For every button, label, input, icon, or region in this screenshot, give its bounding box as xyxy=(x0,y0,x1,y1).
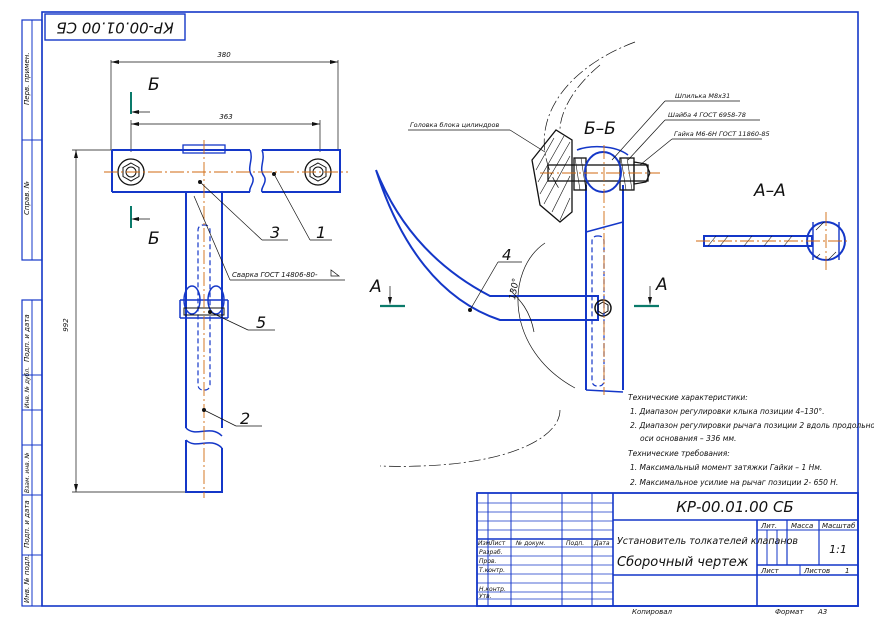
tb-copied: Копировал xyxy=(632,608,673,616)
tech-item-2: 2. Диапазон регулировки рычага позиции 2… xyxy=(630,421,874,430)
section-bb-title: Б–Б xyxy=(584,119,616,139)
tb-mass: Масса xyxy=(791,522,813,530)
tb-row-nkontr: Н.контр. xyxy=(479,586,506,593)
tb-col-izm: Изм. xyxy=(478,540,492,547)
tb-designation: КР-00.01.00 СБ xyxy=(676,498,793,516)
section-mark-b-top: Б xyxy=(148,75,160,95)
side-stamp-labels: Перв. примен. Справ. № Подп. и дата Инв.… xyxy=(23,52,31,603)
callout-washer: Шайба 4 ГОСТ 6958-78 xyxy=(668,111,746,119)
section-mark-a-left: А xyxy=(369,277,382,297)
side-label-vzam: Взам. инв. № xyxy=(24,452,31,493)
dim-380: 380 xyxy=(217,51,231,59)
top-code-text: КР-00.01.00 СБ xyxy=(56,19,173,37)
callout-head: Головка блока цилиндров xyxy=(410,121,500,129)
weld-note: Сварка ГОСТ 14806-80- xyxy=(232,271,318,279)
tb-row-razrab: Разраб. xyxy=(479,549,503,556)
position-3: 3 xyxy=(270,223,280,242)
top-code-stamp: КР-00.01.00 СБ xyxy=(44,13,186,41)
tb-scale: Масштаб xyxy=(822,522,856,530)
section-aa-title: А–А xyxy=(753,181,786,201)
side-label-podp2: Подп. и дата xyxy=(23,500,31,548)
position-5: 5 xyxy=(256,313,266,332)
tb-name-line1: Установитель толкателей клапанов xyxy=(617,536,798,547)
tb-scale-value: 1:1 xyxy=(829,543,847,556)
side-label-podl: Инв. № подл. xyxy=(23,555,31,603)
tb-format: Формат xyxy=(775,608,804,616)
tb-row-utv: Утв. xyxy=(479,593,492,600)
tech-title: Технические характеристики: xyxy=(628,393,748,402)
sheet-frame xyxy=(21,11,859,607)
tb-sheet: Лист xyxy=(760,567,780,575)
position-2: 2 xyxy=(240,409,250,428)
tb-col-doc: № докум. xyxy=(515,540,546,547)
side-label-perv: Перв. примен. xyxy=(23,52,31,105)
side-label-podp1: Подп. и дата xyxy=(23,314,31,362)
front-view: 380 363 992 xyxy=(62,51,348,498)
side-label-sprav: Справ. № xyxy=(23,181,31,215)
tech-item-1: 1. Диапазон регулировки клыка позиции 4–… xyxy=(630,407,825,416)
tb-col-podp: Подп. xyxy=(566,540,584,547)
req-item-1: 1. Максимальный момент затяжки Гайки – 1… xyxy=(630,463,822,472)
section-mark-a-right: А xyxy=(655,275,668,295)
section-mark-b-bottom: Б xyxy=(148,229,160,249)
req-item-2: 2. Максимальное усилие на рычаг позиции … xyxy=(630,478,838,487)
tb-row-prov: Пров. xyxy=(479,558,497,565)
tb-lit: Лит. xyxy=(760,522,777,530)
title-block xyxy=(476,492,859,607)
dim-992: 992 xyxy=(62,318,70,332)
tb-col-list: Лист xyxy=(489,540,506,547)
dim-363: 363 xyxy=(219,113,232,121)
side-label-dubl: Инв. № дубл. xyxy=(24,367,31,408)
technical-notes: Технические характеристики: 1. Диапазон … xyxy=(628,393,874,487)
side-view: 130° А А 4 Головка блока цилиндров Б–Б Ш… xyxy=(369,41,770,467)
tb-format-value: А3 xyxy=(817,608,827,616)
position-4: 4 xyxy=(502,246,512,264)
tb-sheets-value: 1 xyxy=(845,567,849,575)
section-aa: А–А xyxy=(696,181,850,272)
tb-sheets: Листов xyxy=(803,567,830,575)
dim-angle: 130° xyxy=(508,277,522,300)
callout-nut: Гайка М6-6Н ГОСТ 11860-85 xyxy=(674,130,770,138)
req-title: Технические требования: xyxy=(628,449,730,458)
tb-row-tkontr: Т.контр. xyxy=(479,567,505,574)
callout-stud: Шпилька М8х31 xyxy=(675,92,730,100)
tech-item-3: оси основания – 336 мм. xyxy=(640,434,736,443)
tb-name-line2: Сборочный чертеж xyxy=(617,555,749,570)
position-1: 1 xyxy=(316,223,326,242)
tb-col-date: Дата xyxy=(593,540,610,547)
title-block-text: КР-00.01.00 СБ Установитель толкателей к… xyxy=(478,498,856,616)
